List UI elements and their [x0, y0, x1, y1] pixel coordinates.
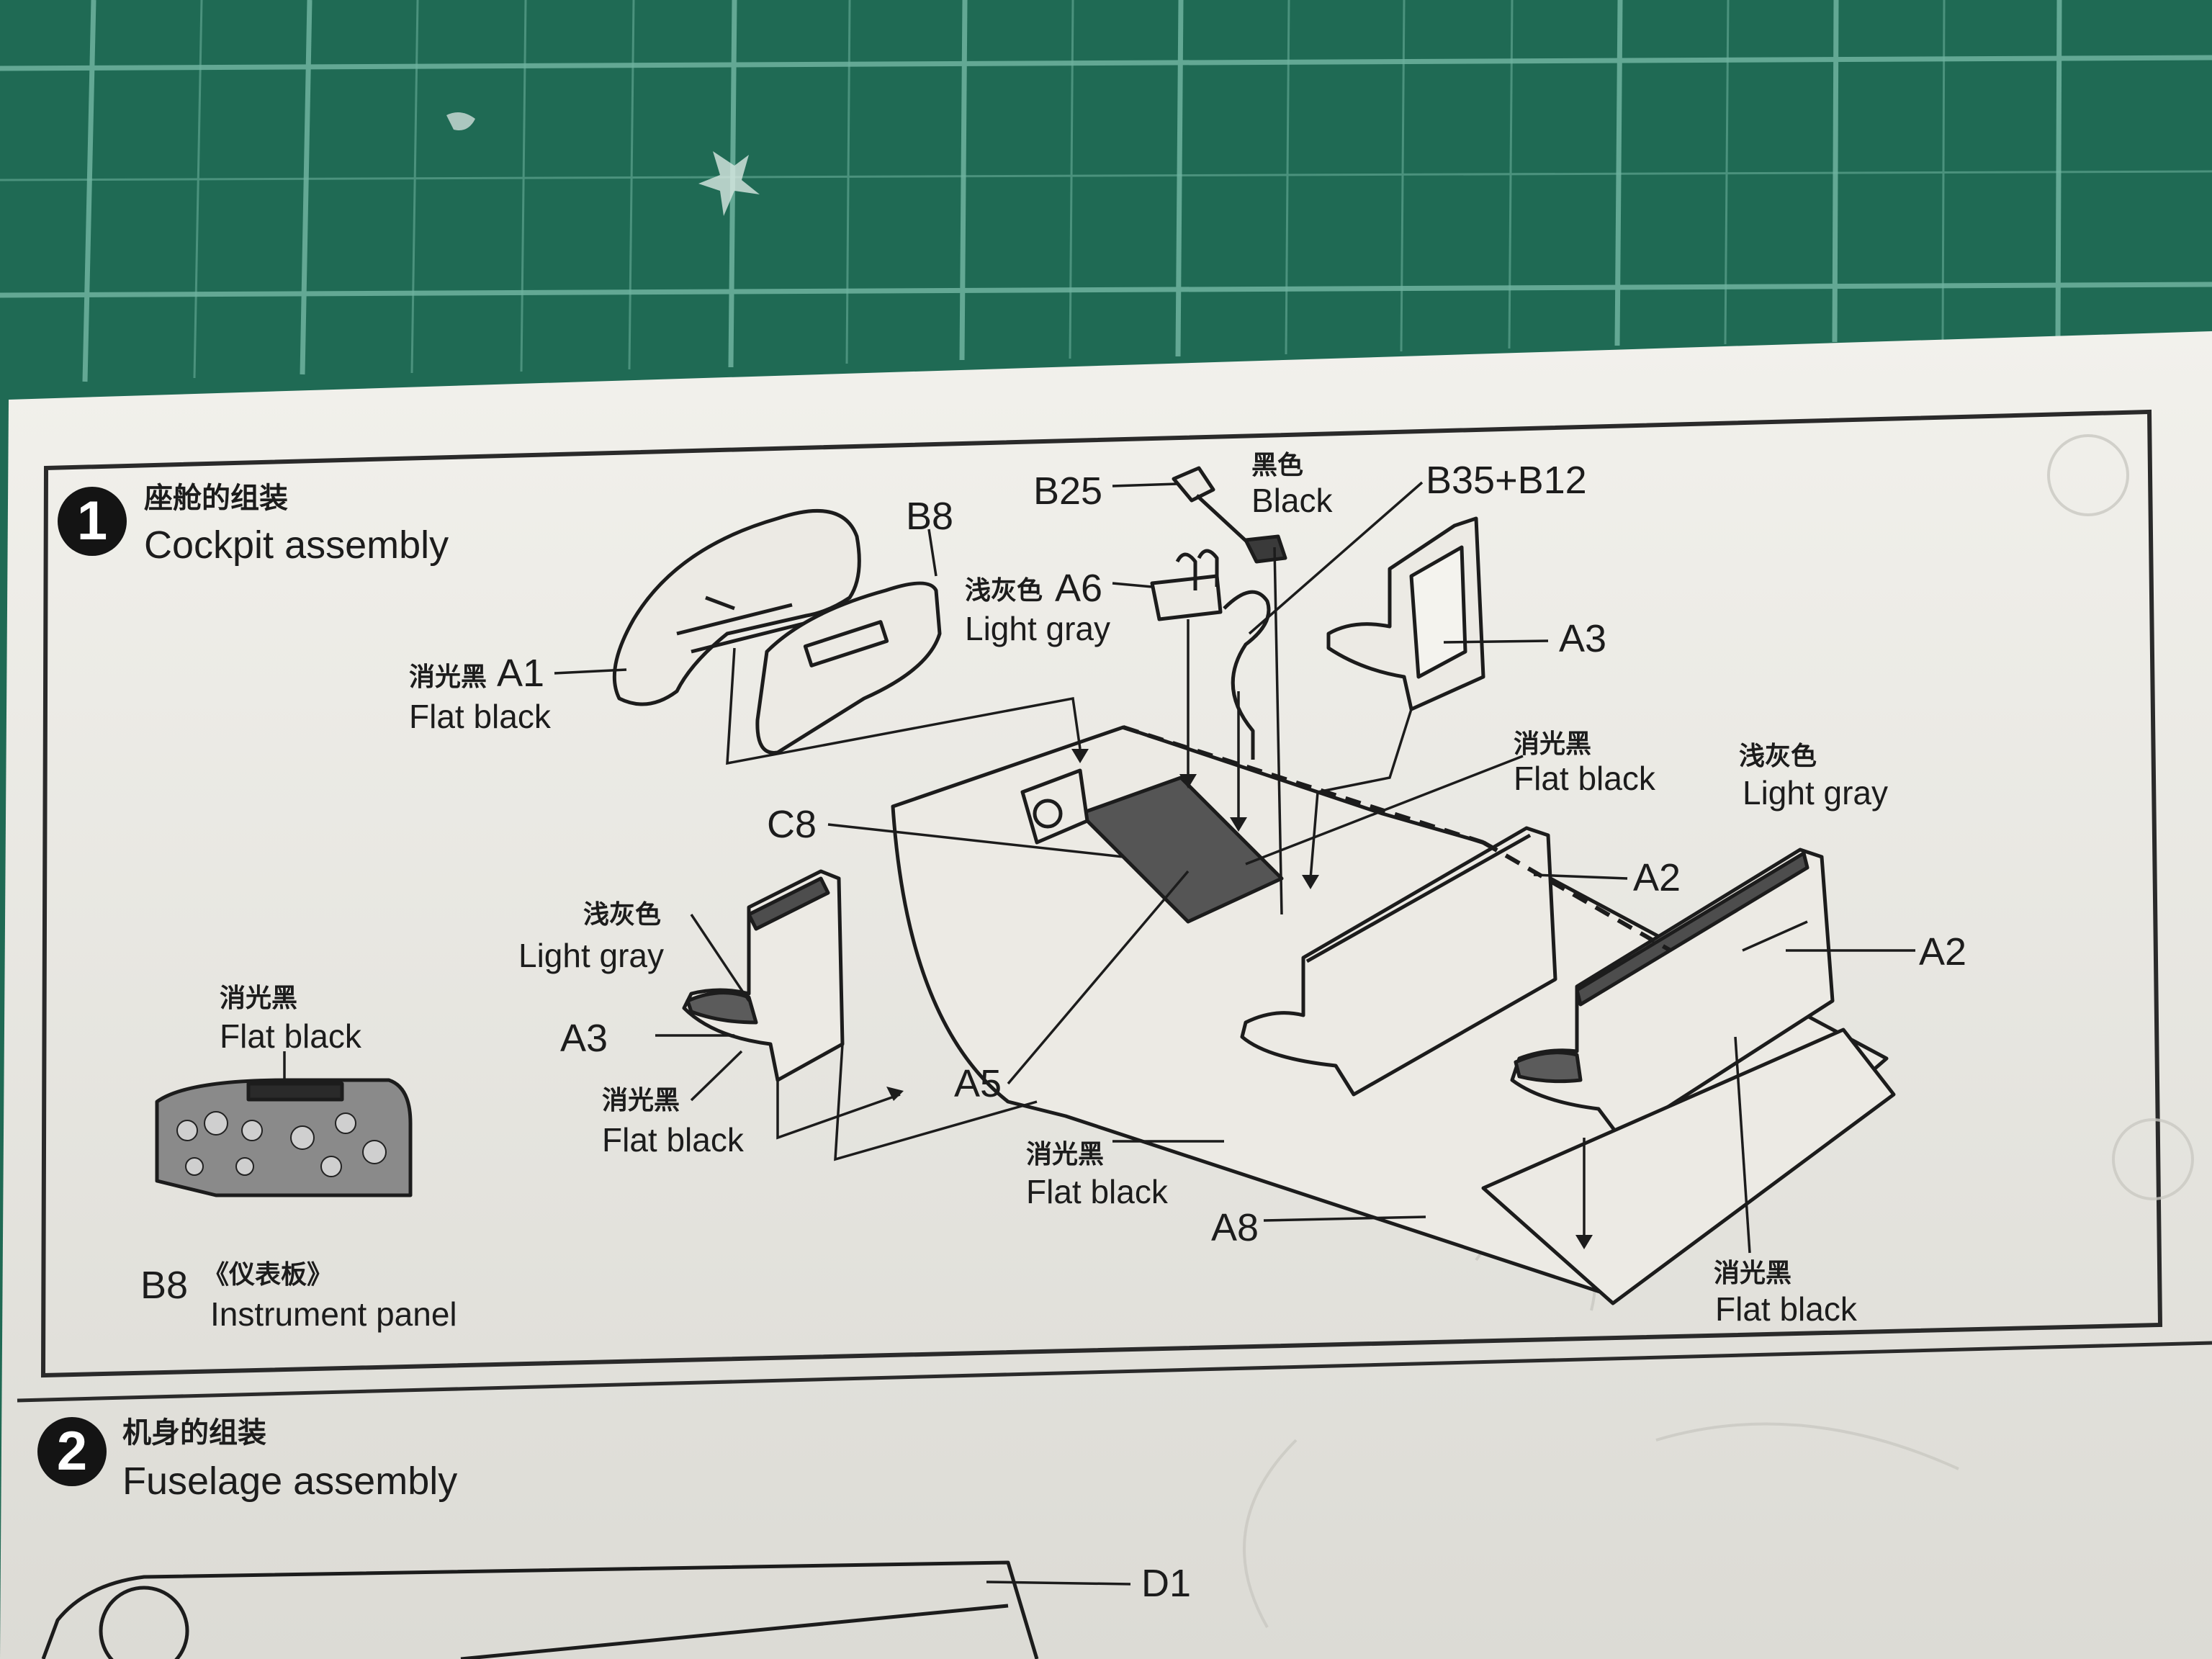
- inset-code-label: B8: [140, 1264, 189, 1307]
- part-a3-right-label: A3: [1559, 617, 1607, 660]
- part-b25-label: B25: [1033, 469, 1103, 513]
- panel-color-zh: 消光黑: [220, 983, 298, 1012]
- part-a3-left-label: A3: [560, 1017, 608, 1060]
- left-black-color-en: Flat black: [602, 1121, 744, 1159]
- part-d1-shape: [41, 1560, 1039, 1659]
- left-black-color-zh: 消光黑: [602, 1085, 680, 1115]
- part-a5-label: A5: [954, 1062, 1002, 1105]
- b25-color-zh: 黑色: [1251, 450, 1304, 480]
- rear-color-zh: 消光黑: [1714, 1258, 1792, 1287]
- part-a2-mid-shape: [1240, 826, 1557, 1097]
- left-gray-color-en: Light gray: [518, 937, 665, 974]
- inset-instrument-panel: [155, 1078, 413, 1197]
- part-d1-label: D1: [1141, 1562, 1192, 1605]
- step1-title-zh: 座舱的组装: [144, 482, 288, 514]
- rear-color-en: Flat black: [1715, 1290, 1857, 1328]
- inset-name-zh: 《仪表板》: [203, 1259, 333, 1289]
- b25-color-en: Black: [1251, 482, 1333, 519]
- part-a6-shape: [1150, 574, 1223, 621]
- step1-frame: [40, 409, 2163, 1378]
- part-a2-right-shape: [1510, 848, 1835, 1140]
- part-b35-b12-label: B35+B12: [1426, 459, 1587, 502]
- floor-color-en: Flat black: [1026, 1173, 1168, 1210]
- a6-color-zh: 浅灰色: [965, 575, 1043, 605]
- part-a2-right-label: A2: [1919, 930, 1967, 974]
- a1-color-en: Flat black: [409, 698, 551, 735]
- cutting-mat: [0, 0, 2212, 403]
- mid-color-zh: 消光黑: [1514, 729, 1592, 758]
- a6-color-en: Light gray: [965, 610, 1111, 647]
- step1-title-en: Cockpit assembly: [144, 523, 449, 567]
- step2-title-en: Fuselage assembly: [122, 1460, 458, 1503]
- floor-color-zh: 消光黑: [1026, 1139, 1105, 1169]
- part-b8-shape: [755, 581, 942, 755]
- step2-number-badge: 2: [37, 1417, 107, 1486]
- part-b25-shape: [1172, 466, 1215, 503]
- part-a1-label: A1: [497, 652, 545, 695]
- right-gray-color-zh: 浅灰色: [1739, 741, 1817, 770]
- mid-color-en: Flat black: [1514, 760, 1655, 797]
- part-b8-label: B8: [906, 495, 954, 538]
- step1-number-badge: 1: [58, 487, 127, 556]
- right-gray-color-en: Light gray: [1743, 774, 1889, 811]
- panel-color-en: Flat black: [220, 1017, 361, 1055]
- a1-color-zh: 消光黑: [409, 662, 487, 691]
- part-a3-left-shape: [682, 869, 845, 1082]
- part-a1-shape: [612, 508, 861, 706]
- inset-name-en: Instrument panel: [210, 1295, 457, 1333]
- part-a6-label: A6: [1055, 567, 1103, 610]
- part-c8-label: C8: [767, 803, 817, 846]
- part-a8-label: A8: [1211, 1206, 1259, 1249]
- step2-title-zh: 机身的组装: [122, 1417, 266, 1449]
- step-divider: [17, 1341, 2212, 1403]
- part-a2-mid-label: A2: [1633, 856, 1681, 899]
- left-gray-color-zh: 浅灰色: [583, 899, 662, 929]
